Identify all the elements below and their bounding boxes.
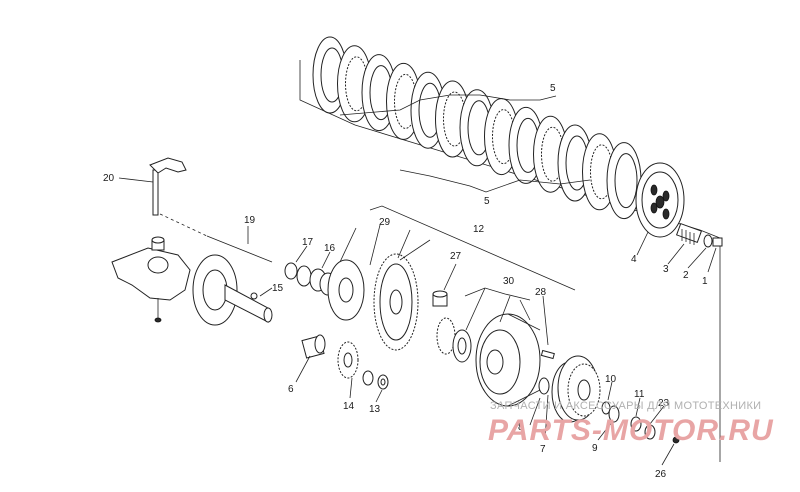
small-gear xyxy=(337,341,359,379)
washer-7 xyxy=(538,377,550,395)
label-12: 12 xyxy=(473,224,485,235)
release-lever xyxy=(149,157,187,216)
spacer-6 xyxy=(301,334,326,359)
watermark: ЗАПЧАСТИ И АКСЕССУАРЫ ДЛЯ МОТОТЕХНИКИ PA… xyxy=(488,400,774,447)
label-2: 2 xyxy=(683,270,689,281)
primary-gear xyxy=(373,253,419,351)
label-15: 15 xyxy=(272,283,284,294)
label-16: 16 xyxy=(324,243,336,254)
clutch-plate xyxy=(606,142,642,220)
label-4: 4 xyxy=(631,254,637,265)
label-19: 19 xyxy=(244,215,256,226)
plates-bracket xyxy=(299,60,721,462)
thrust-plate-29 xyxy=(327,259,365,321)
leader-lines xyxy=(118,94,717,466)
label-13: 13 xyxy=(369,404,381,415)
spring-washer-bolt xyxy=(675,222,723,248)
label-10: 10 xyxy=(605,374,617,385)
label-17: 17 xyxy=(302,237,314,248)
label-5-top: 5 xyxy=(550,83,556,94)
shaft-housing xyxy=(111,236,273,326)
push-rod xyxy=(159,213,273,263)
watermark-logo: PARTS-MOTOR.RU xyxy=(488,414,774,447)
clutch-hub xyxy=(551,355,601,423)
label-29: 29 xyxy=(379,217,391,228)
label-23: 23 xyxy=(658,398,670,409)
label-1: 1 xyxy=(702,276,708,287)
clutch-plates-stack xyxy=(312,36,642,220)
small-parts xyxy=(601,401,680,444)
label-6: 6 xyxy=(288,384,294,395)
label-26: 26 xyxy=(655,469,667,480)
bolt-15 xyxy=(250,292,258,300)
label-3: 3 xyxy=(663,264,669,275)
clutch-basket xyxy=(475,313,541,407)
gear-30 xyxy=(436,317,472,363)
label-20: 20 xyxy=(103,173,115,184)
label-7: 7 xyxy=(540,444,546,455)
label-11: 11 xyxy=(634,389,645,400)
label-8: 8 xyxy=(518,422,524,433)
bush-27 xyxy=(432,290,448,307)
watermark-subtitle: ЗАПЧАСТИ И АКСЕССУАРЫ ДЛЯ МОТОТЕХНИКИ xyxy=(490,400,761,412)
bolt-28 xyxy=(540,349,555,360)
label-5-bottom: 5 xyxy=(484,196,490,207)
pressure-plate xyxy=(635,162,685,238)
label-27: 27 xyxy=(450,251,462,262)
label-9: 9 xyxy=(592,443,598,454)
label-28: 28 xyxy=(535,287,547,298)
label-14: 14 xyxy=(343,401,355,412)
label-30: 30 xyxy=(503,276,515,287)
washers-14-13 xyxy=(362,370,389,390)
part-labels: 1 2 3 4 5 5 6 7 8 9 10 11 12 13 14 15 16… xyxy=(103,83,708,480)
